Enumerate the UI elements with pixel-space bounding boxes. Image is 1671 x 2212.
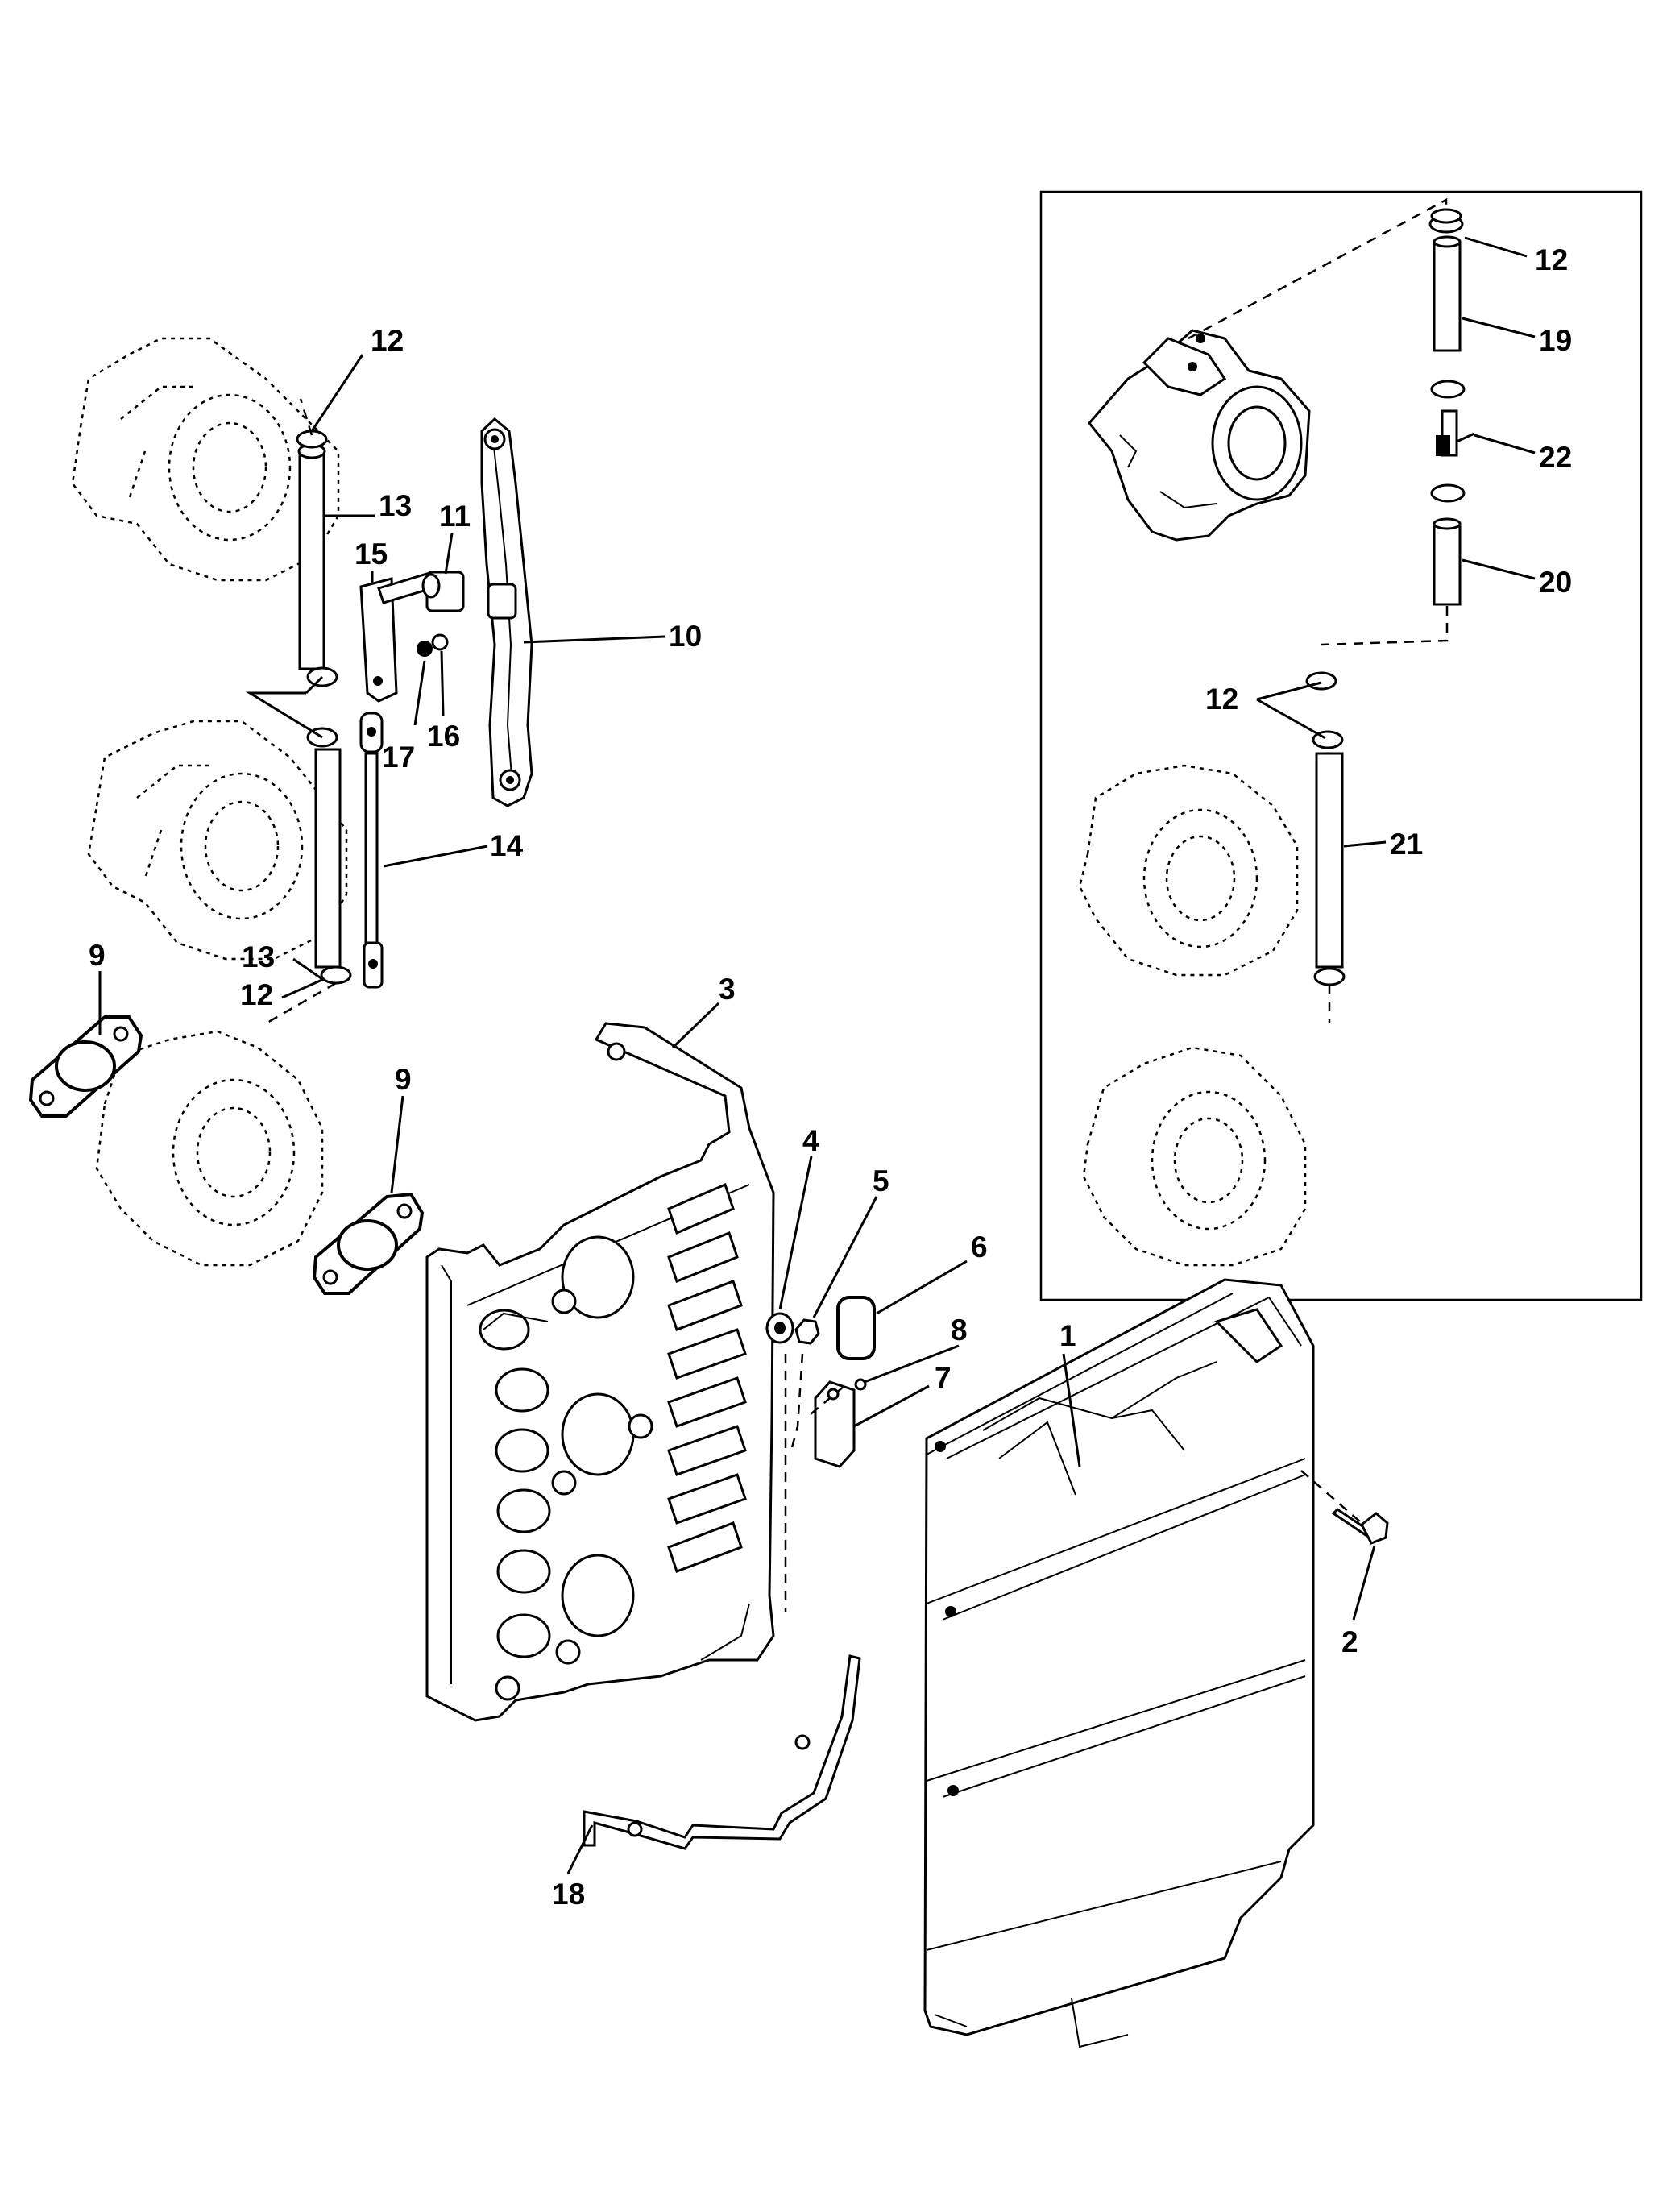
inset-ghost-carburetor-middle <box>1078 764 1299 977</box>
clip-12-inset-lower-top <box>1305 671 1337 691</box>
hose-21 <box>1313 752 1346 986</box>
callout-18: 18 <box>552 1878 585 1911</box>
callout-3: 3 <box>719 973 736 1006</box>
screw-8 <box>854 1378 867 1391</box>
callout-10: 10 <box>669 620 702 653</box>
callout-9-left: 9 <box>89 939 106 972</box>
link-rod-14 <box>359 712 384 989</box>
callout-12-inset-top: 12 <box>1535 243 1568 276</box>
clip-inset-middle <box>1430 380 1466 399</box>
plug-6 <box>836 1296 876 1360</box>
callout-16: 16 <box>427 720 460 753</box>
callout-13-lower: 13 <box>242 940 275 973</box>
callout-12-inset-lower: 12 <box>1205 683 1238 716</box>
callout-1: 1 <box>1059 1319 1076 1352</box>
callout-9-right: 9 <box>395 1063 412 1096</box>
callout-7: 7 <box>935 1361 952 1394</box>
callout-12-left: 12 <box>240 978 273 1011</box>
callout-11: 11 <box>439 500 471 533</box>
inset-frame <box>1039 190 1643 1301</box>
callout-17: 17 <box>382 741 415 774</box>
callout-6: 6 <box>971 1231 988 1264</box>
gasket-9-right <box>312 1192 425 1295</box>
callout-20: 20 <box>1539 566 1572 599</box>
air-silencer-cover-1 <box>923 1278 1315 2048</box>
nut-11 <box>421 571 465 612</box>
washer-4 <box>765 1312 794 1344</box>
callout-2: 2 <box>1341 1625 1358 1658</box>
callout-15: 15 <box>355 537 388 571</box>
lever-15 <box>359 572 433 703</box>
inset-ghost-carburetor-bottom <box>1082 1046 1307 1267</box>
callout-8: 8 <box>951 1314 968 1347</box>
callout-12-top: 12 <box>371 324 404 357</box>
hose-20 <box>1433 517 1462 606</box>
clip-12-inset-top <box>1428 208 1464 234</box>
callout-4: 4 <box>802 1124 819 1157</box>
tee-fitting-22 <box>1436 409 1475 457</box>
ghost-carburetor-middle <box>87 720 348 961</box>
fuel-hose-13-upper <box>296 430 338 687</box>
plate-7 <box>814 1380 856 1468</box>
spring-17 <box>417 641 433 657</box>
bracket-18 <box>583 1654 861 1850</box>
throttle-link-10 <box>480 417 533 807</box>
leader-lines <box>98 236 1536 1874</box>
callout-21: 21 <box>1390 828 1423 861</box>
callout-14: 14 <box>490 829 524 862</box>
callout-19: 19 <box>1539 324 1572 357</box>
nut-5 <box>794 1318 820 1345</box>
inset-carburetor <box>1088 329 1311 542</box>
callout-22: 22 <box>1539 441 1572 474</box>
ghost-carburetor-bottom <box>95 1030 324 1267</box>
washer-16 <box>431 633 449 651</box>
callout-13-upper: 13 <box>379 489 412 522</box>
intake-manifold-3 <box>425 1022 775 1722</box>
fuel-hose-13-lower <box>306 727 352 985</box>
hose-19 <box>1433 235 1462 352</box>
gasket-9-left <box>28 1015 143 1118</box>
clip-inset-lower <box>1430 483 1466 503</box>
screw-2 <box>1331 1508 1389 1545</box>
callout-5: 5 <box>873 1164 889 1197</box>
